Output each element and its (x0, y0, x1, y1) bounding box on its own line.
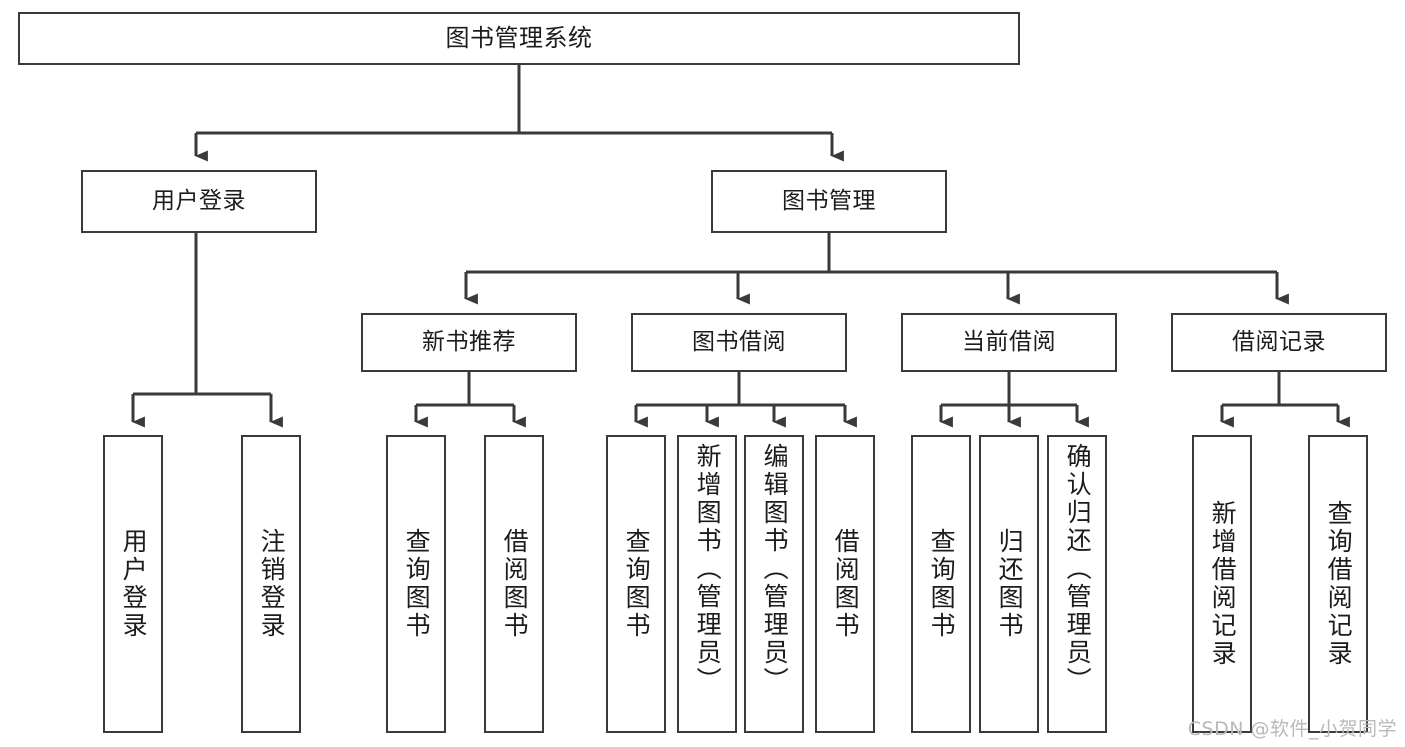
node-label: 新书推荐 (422, 328, 516, 355)
node-leaf-query-book-1[interactable]: 查询图书 (386, 435, 446, 733)
node-label: 编辑图书（管理员） (760, 443, 790, 695)
node-leaf-edit-book[interactable]: 编辑图书（管理员） (744, 435, 804, 733)
node-book-borrow[interactable]: 图书借阅 (631, 313, 847, 372)
node-label: 图书管理 (782, 187, 876, 214)
node-label: 新增借阅记录 (1208, 500, 1238, 668)
node-label: 新增图书（管理员） (693, 443, 723, 695)
node-new-book-recommend[interactable]: 新书推荐 (361, 313, 577, 372)
node-leaf-borrow-book-2[interactable]: 借阅图书 (815, 435, 875, 733)
node-leaf-add-book[interactable]: 新增图书（管理员） (677, 435, 737, 733)
node-label: 借阅图书 (831, 528, 861, 640)
node-label: 图书管理系统 (445, 24, 593, 53)
node-label: 查询借阅记录 (1324, 500, 1354, 668)
node-label: 查询图书 (622, 528, 652, 640)
csdn-watermark: CSDN @软件_小贺同学 (1187, 718, 1397, 740)
node-leaf-user-login[interactable]: 用户登录 (103, 435, 163, 733)
node-label: 注销登录 (257, 528, 287, 640)
node-borrow-record[interactable]: 借阅记录 (1171, 313, 1387, 372)
node-label: 借阅记录 (1232, 328, 1326, 355)
node-current-borrow[interactable]: 当前借阅 (901, 313, 1117, 372)
node-label: 用户登录 (152, 187, 246, 214)
node-label: 用户登录 (119, 528, 149, 640)
node-leaf-borrow-book-1[interactable]: 借阅图书 (484, 435, 544, 733)
node-leaf-add-record[interactable]: 新增借阅记录 (1192, 435, 1252, 733)
node-leaf-confirm-return[interactable]: 确认归还（管理员） (1047, 435, 1107, 733)
node-label: 图书借阅 (692, 328, 786, 355)
node-root-system[interactable]: 图书管理系统 (18, 12, 1020, 65)
node-label: 查询图书 (927, 528, 957, 640)
node-leaf-logout[interactable]: 注销登录 (241, 435, 301, 733)
node-book-manage[interactable]: 图书管理 (711, 170, 947, 233)
node-leaf-return-book[interactable]: 归还图书 (979, 435, 1039, 733)
node-label: 查询图书 (402, 528, 432, 640)
node-leaf-query-record[interactable]: 查询借阅记录 (1308, 435, 1368, 733)
node-label: 借阅图书 (500, 528, 530, 640)
node-leaf-query-book-2[interactable]: 查询图书 (606, 435, 666, 733)
node-user-login[interactable]: 用户登录 (81, 170, 317, 233)
node-label: 归还图书 (995, 528, 1025, 640)
node-leaf-query-book-3[interactable]: 查询图书 (911, 435, 971, 733)
node-label: 确认归还（管理员） (1063, 443, 1093, 695)
node-label: 当前借阅 (962, 328, 1056, 355)
